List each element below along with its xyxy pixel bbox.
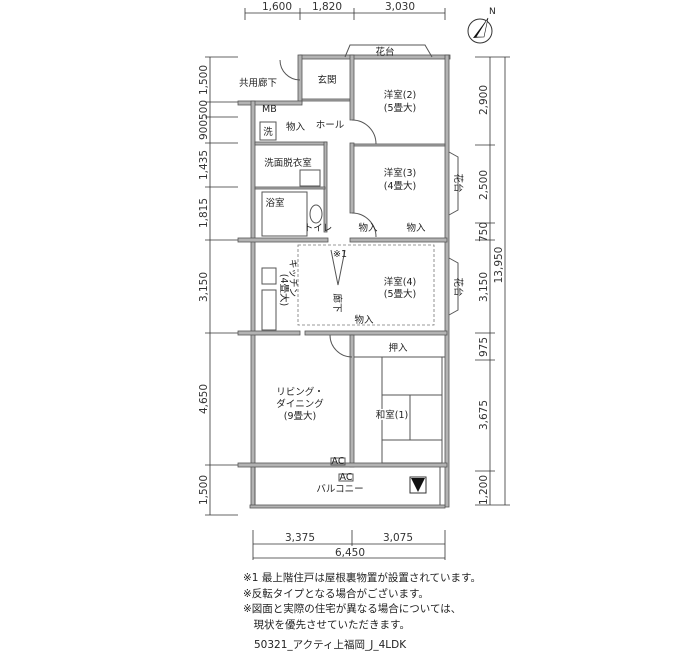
compass-label: N [489,7,496,17]
dim-left-8: 1,500 [198,475,210,505]
dim-left-6: 3,150 [198,272,210,302]
fixtures [254,44,459,505]
dim-top-2: 1,820 [312,1,342,13]
note-4: 現状を優先させていただきます。 [243,618,410,631]
note-2: ※反転タイプとなる場合がございます。 [243,587,429,600]
label-ac2: AC [340,472,353,483]
dim-bottom-total: 6,450 [335,547,365,559]
label-bath: 浴室 [265,197,284,209]
dim-right-total: 13,950 [493,247,505,284]
top-dimensions: 1,600 1,820 3,030 [244,1,446,20]
label-shared-corridor: 共用廊下 [239,77,277,89]
label-hall: ホール [316,120,345,131]
dim-left-4: 1,435 [198,150,210,180]
dim-right-6: 3,675 [478,400,490,430]
label-western2-size: (5畳大) [384,102,416,114]
label-storage-b: 物入 [406,222,426,234]
evacuation-hatch-icon [409,476,427,494]
label-dressing: 洗面脱衣室 [264,157,312,169]
label-western4: 洋室(4) [384,276,416,288]
label-flower-top: 花台 [375,46,394,58]
label-mb: MB [262,104,277,115]
dim-left-2: 500 [198,100,210,120]
dim-right-3: 750 [478,222,490,242]
label-balcony: バルコニー [316,484,363,495]
dim-right-7: 1,200 [478,475,490,505]
label-western2: 洋室(2) [384,89,416,101]
label-storage-a: 物入 [358,222,378,234]
bottom-dimensions: 3,375 3,075 6,450 [252,530,446,560]
dim-right-4: 3,150 [478,272,490,302]
label-storage-c: 物入 [354,314,374,326]
dim-bottom-2: 3,075 [383,532,413,544]
dim-top-3: 3,030 [385,1,415,13]
label-closet: 押入 [388,342,408,354]
dim-left-7: 4,650 [198,384,210,414]
dim-bottom-1: 3,375 [285,532,315,544]
dim-left-3: 900 [198,120,210,140]
note-1: ※1 最上階住戸は屋根裏物置が設置されています。 [243,572,481,584]
label-kitchen-size: (4畳大) [278,274,290,306]
dim-top-1: 1,600 [262,1,292,13]
label-western3-size: (4畳大) [384,180,416,192]
label-japanese: 和室(1) [376,409,408,421]
label-corridor: 廊下 [331,293,343,312]
dim-right-5: 975 [478,337,490,357]
note-3: ※図面と実際の住宅が異なる場合については、 [243,603,462,615]
label-kitchen: キッチン [287,259,298,297]
label-living-size: (9畳大) [284,410,316,422]
label-entrance: 玄関 [317,74,336,86]
label-toilet: トイレ [304,223,333,234]
label-flower-right1: 花台 [452,173,464,192]
right-dimensions: 2,900 2,500 750 3,150 975 3,675 1,200 13… [475,56,510,506]
notes: ※1 最上階住戸は屋根裏物置が設置されています。 ※反転タイプとなる場合がござい… [243,571,481,633]
label-western3: 洋室(3) [384,167,416,179]
label-flower-right2: 花台 [452,277,464,296]
dim-left-1: 1,500 [198,65,210,95]
north-compass-icon: N [467,7,496,44]
label-note-mark: ※1 [333,249,347,260]
label-western4-size: (5畳大) [384,288,416,300]
dim-left-5: 1,815 [198,198,210,228]
plan-code: 50321_アクティ上福岡_J_4LDK [254,639,407,651]
label-storage-hall: 物入 [286,121,306,133]
label-wash: 洗 [263,126,273,138]
left-dimensions: 1,500 500 900 1,435 1,815 3,150 4,650 1,… [198,56,238,516]
label-living2: ダイニング [276,398,324,410]
room-labels: 共用廊下 玄関 洋室(2) (5畳大) MB 洗 物入 ホール 洗面脱衣室 洋室… [239,46,464,495]
label-ac1: AC [332,456,345,467]
label-living1: リビング・ [276,386,324,398]
dim-right-1: 2,900 [478,85,490,115]
dim-right-2: 2,500 [478,170,490,200]
